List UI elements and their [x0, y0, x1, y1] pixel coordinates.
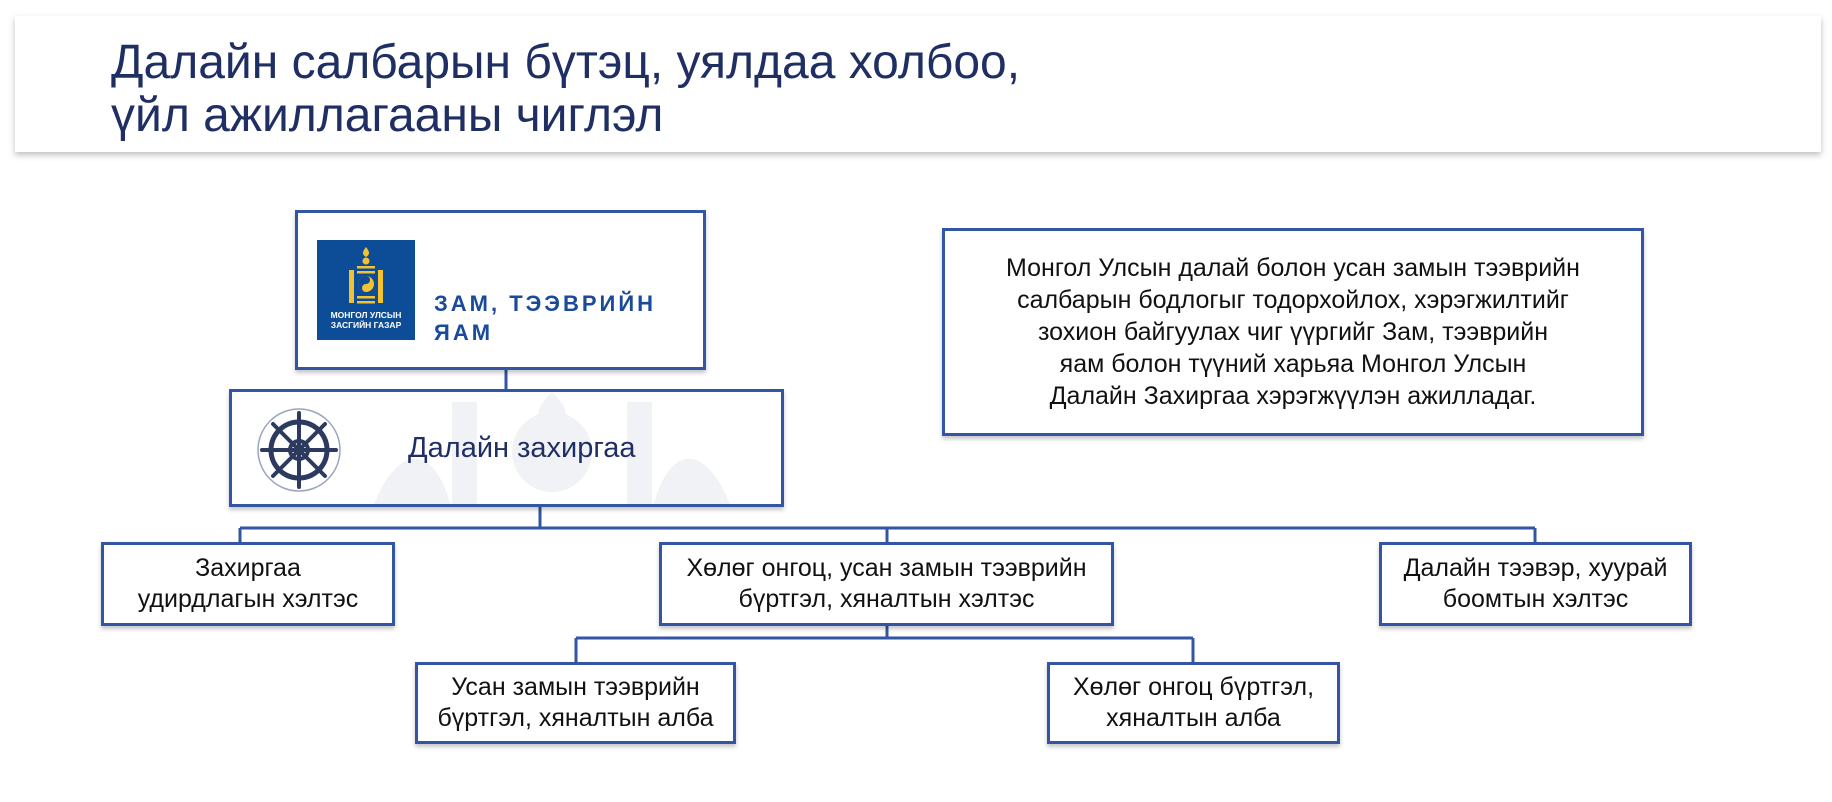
info-line-4: яам болон түүний харьяа Монгол Улсын	[1059, 350, 1527, 378]
department-registration-box: Хөлөг онгоц, усан замын тээврийн бүртгэл…	[659, 542, 1114, 626]
info-line-5: Далайн Захиргаа хэрэгжүүлэн ажилладаг.	[1049, 382, 1537, 410]
soyombo-emblem-icon	[349, 247, 383, 304]
ministry-box: МОНГОЛ УЛСЫН ЗАСГИЙН ГАЗАР ЗАМ, ТЭЭВРИЙН…	[295, 210, 706, 370]
ministry-name-line-2: ЯАМ	[434, 320, 494, 345]
info-text: Монгол Улсын далай болон усан замын тээв…	[983, 252, 1603, 412]
department-registration-label: Хөлөг онгоц, усан замын тээврийн бүртгэл…	[686, 553, 1086, 615]
unit-waterway-label: Усан замын тээврийн бүртгэл, хяналтын ал…	[437, 672, 713, 734]
department-registration-line-2: бүртгэл, хяналтын хэлтэс	[738, 585, 1035, 613]
department-admin-line-1: Захиргаа	[195, 554, 301, 582]
ministry-logo: МОНГОЛ УЛСЫН ЗАСГИЙН ГАЗАР	[317, 240, 415, 340]
slide-header: Далайн салбарын бүтэц, уялдаа холбоо, үй…	[15, 16, 1821, 152]
department-registration-line-1: Хөлөг онгоц, усан замын тээврийн	[686, 554, 1087, 582]
department-transport-label: Далайн тээвэр, хуурай боомтын хэлтэс	[1404, 553, 1668, 615]
ship-wheel-icon	[257, 408, 341, 492]
logo-caption-line-1: МОНГОЛ УЛСЫН	[330, 310, 402, 320]
slide-title: Далайн салбарын бүтэц, уялдаа холбоо, үй…	[111, 36, 1020, 142]
department-transport-line-1: Далайн тээвэр, хуурай	[1403, 554, 1668, 582]
department-admin-line-2: удирдлагын хэлтэс	[137, 585, 359, 613]
unit-vessel-label: Хөлөг онгоц бүртгэл, хяналтын алба	[1073, 672, 1314, 734]
info-line-1: Монгол Улсын далай болон усан замын тээв…	[1006, 254, 1580, 282]
info-line-3: зохион байгуулах чиг үүргийг Зам, тээври…	[1037, 318, 1549, 346]
unit-waterway-line-2: бүртгэл, хяналтын алба	[437, 704, 714, 732]
department-transport-box: Далайн тээвэр, хуурай боомтын хэлтэс	[1379, 542, 1692, 626]
ministry-logo-caption: МОНГОЛ УЛСЫН ЗАСГИЙН ГАЗАР	[331, 310, 402, 330]
info-box: Монгол Улсын далай болон усан замын тээв…	[942, 228, 1644, 436]
info-line-2: салбарын бодлогыг тодорхойлох, хэрэгжилт…	[1017, 286, 1569, 314]
maritime-administration-box: Далайн захиргаа	[229, 389, 784, 507]
unit-waterway-line-1: Усан замын тээврийн	[451, 673, 700, 701]
department-admin-label: Захиргаа удирдлагын хэлтэс	[138, 553, 358, 615]
ministry-name-line-1: ЗАМ, ТЭЭВРИЙН	[434, 291, 657, 316]
logo-caption-line-2: ЗАСГИЙН ГАЗАР	[330, 320, 402, 330]
title-line-2: үйл ажиллагааны чиглэл	[111, 89, 664, 142]
department-transport-line-2: боомтын хэлтэс	[1442, 585, 1629, 613]
unit-waterway-box: Усан замын тээврийн бүртгэл, хяналтын ал…	[415, 662, 736, 744]
unit-vessel-line-2: хяналтын алба	[1106, 704, 1281, 732]
unit-vessel-box: Хөлөг онгоц бүртгэл, хяналтын алба	[1047, 662, 1340, 744]
title-line-1: Далайн салбарын бүтэц, уялдаа холбоо,	[111, 36, 1021, 89]
ministry-name: ЗАМ, ТЭЭВРИЙН ЯАМ	[434, 289, 656, 347]
unit-vessel-line-1: Хөлөг онгоц бүртгэл,	[1072, 673, 1315, 701]
maritime-administration-name: Далайн захиргаа	[408, 432, 636, 464]
soyombo-watermark-icon	[374, 392, 730, 504]
department-admin-box: Захиргаа удирдлагын хэлтэс	[101, 542, 395, 626]
